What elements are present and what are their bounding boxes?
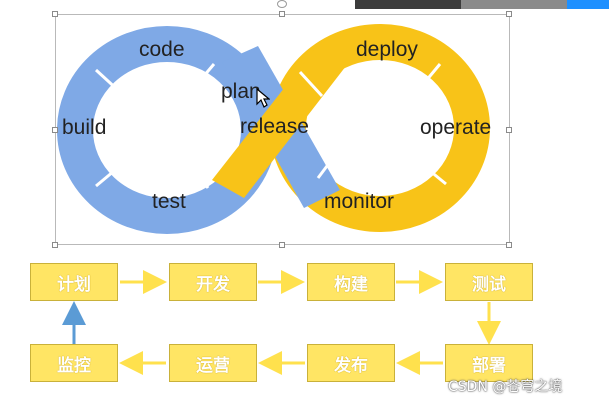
step-monitor: 监控 [30, 344, 118, 382]
label-deploy: deploy [356, 38, 418, 61]
watermark-text: CSDN @苍穹之境 [448, 379, 563, 395]
top-bar-segment-dark [355, 0, 461, 9]
step-plan: 计划 [30, 263, 118, 301]
label-code: code [139, 38, 185, 61]
resize-handle[interactable] [506, 127, 512, 133]
label-operate: operate [420, 116, 492, 139]
label-test: test [152, 190, 186, 213]
label-build: build [62, 116, 107, 139]
resize-handle[interactable] [506, 11, 512, 17]
mouse-cursor-icon [256, 88, 270, 108]
top-bar-segment-blue [567, 0, 609, 9]
resize-handle[interactable] [506, 242, 512, 248]
step-release: 发布 [307, 344, 395, 382]
resize-handle[interactable] [279, 11, 285, 17]
step-test: 测试 [445, 263, 533, 301]
resize-handle[interactable] [52, 11, 58, 17]
label-monitor: monitor [324, 190, 395, 213]
step-build: 构建 [307, 263, 395, 301]
top-bar-segment-grey [461, 0, 567, 9]
resize-handle[interactable] [279, 242, 285, 248]
step-deploy: 部署 [445, 344, 533, 382]
step-develop: 开发 [169, 263, 257, 301]
label-plan: plan [221, 80, 261, 103]
resize-handle[interactable] [52, 242, 58, 248]
resize-handle[interactable] [52, 127, 58, 133]
rotate-handle-icon[interactable] [277, 0, 287, 8]
step-operate: 运营 [169, 344, 257, 382]
label-release: release [240, 115, 309, 138]
